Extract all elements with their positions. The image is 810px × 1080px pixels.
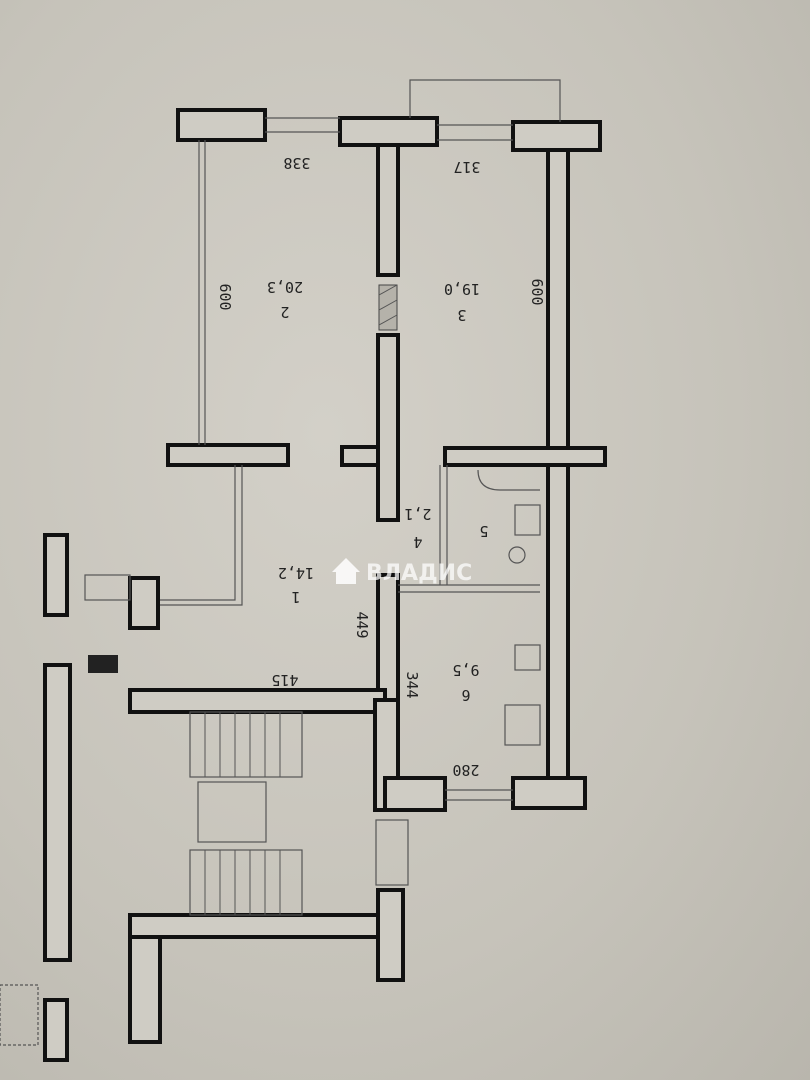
room-1-number: 1	[291, 588, 300, 606]
room-2-number: 2	[280, 303, 289, 321]
watermark: ВЛАДИС	[332, 558, 472, 586]
dim-room3-width: 317	[453, 158, 480, 176]
dim-room2-width: 338	[283, 154, 310, 172]
dim-room6-length: 344	[403, 671, 421, 698]
room-3-area: 19,0	[444, 280, 480, 298]
dim-room3-length: 600	[528, 278, 546, 305]
dim-room1-width: 415	[271, 671, 298, 689]
dim-room6-width: 280	[452, 761, 479, 779]
room-5-number: 5	[479, 522, 488, 540]
room-6-area: 9,5	[452, 661, 479, 679]
room-4-number: 4	[413, 533, 422, 551]
dim-room2-length: 600	[216, 283, 234, 310]
house-key-icon	[332, 558, 360, 584]
room-2-area: 20,3	[267, 278, 303, 296]
room-3-number: 3	[457, 306, 466, 324]
room-6-number: 6	[461, 686, 470, 704]
watermark-text: ВЛАДИС	[366, 561, 472, 586]
dim-room1-length: 449	[353, 611, 371, 638]
labels: 338 317 600 600 2 20,3 3 19,0 1 14,2 449…	[216, 154, 546, 779]
room-1-area: 14,2	[278, 564, 314, 582]
room-4-area: 2,1	[404, 505, 431, 523]
walls	[43, 108, 607, 1062]
door-hatch	[378, 284, 398, 331]
thin-lines	[0, 79, 561, 1046]
